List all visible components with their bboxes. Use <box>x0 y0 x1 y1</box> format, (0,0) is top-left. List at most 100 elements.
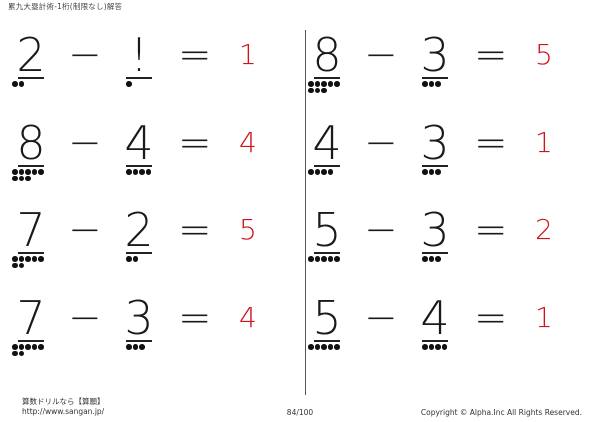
equals-sign: = <box>178 207 212 253</box>
count-dot <box>422 344 428 350</box>
minus-sign: − <box>68 295 102 341</box>
minuend: 8 <box>312 28 342 82</box>
count-dot <box>314 81 321 87</box>
minus-sign: − <box>364 32 398 78</box>
number-underline <box>126 252 152 254</box>
number-underline <box>126 77 152 79</box>
subtrahend: 3 <box>124 291 154 345</box>
count-dot <box>422 256 428 262</box>
count-dot <box>31 169 38 175</box>
number-underline <box>314 77 340 79</box>
answer: 4 <box>239 126 257 159</box>
count-dot <box>321 169 327 175</box>
count-dot <box>38 344 44 350</box>
count-dot <box>321 87 327 94</box>
subtraction-problem: 8−4=4 <box>12 118 302 208</box>
number-underline <box>422 165 448 167</box>
count-dot <box>12 256 18 262</box>
count-dot <box>18 350 25 357</box>
number-underline <box>18 165 44 167</box>
minus-sign: − <box>68 207 102 253</box>
count-dot <box>428 344 435 350</box>
number-underline <box>422 340 448 342</box>
footer-brand: 算数ドリルなら【算願】 <box>22 397 105 406</box>
minuend: 7 <box>16 291 46 345</box>
equals-sign: = <box>178 295 212 341</box>
count-dot <box>18 81 25 87</box>
count-dot <box>132 256 139 262</box>
subtrahend: 2 <box>124 203 154 257</box>
count-dot <box>38 256 44 262</box>
count-dot <box>132 169 139 175</box>
count-dot <box>435 81 441 87</box>
count-dot <box>25 344 31 350</box>
answer: 2 <box>535 213 553 246</box>
count-dot <box>422 81 428 87</box>
footer-brand-block: 算数ドリルなら【算願】 http://www.sangan.jp/ <box>22 397 105 417</box>
subtraction-problem: 5−4=1 <box>308 293 598 383</box>
answer: 4 <box>239 301 257 334</box>
count-dot <box>428 169 435 175</box>
number-underline <box>314 252 340 254</box>
count-dot <box>308 81 314 87</box>
count-dot <box>435 169 441 175</box>
count-dot <box>18 169 25 175</box>
minuend: 5 <box>312 203 342 257</box>
count-dot <box>18 175 25 182</box>
number-underline <box>126 165 152 167</box>
minus-sign: − <box>364 295 398 341</box>
count-dot <box>126 344 132 350</box>
count-dot <box>38 169 44 175</box>
subtrahend: 4 <box>124 116 154 170</box>
count-dot <box>428 81 435 87</box>
count-dot <box>321 344 327 350</box>
number-underline <box>422 77 448 79</box>
count-dot <box>139 169 145 175</box>
count-dot <box>12 350 18 357</box>
equals-sign: = <box>474 295 508 341</box>
subtraction-problem: 7−3 = 4 <box>12 293 302 383</box>
minus-sign: − <box>364 120 398 166</box>
subtrahend: 3 <box>420 28 450 82</box>
answer: 5 <box>239 213 257 246</box>
count-dot <box>12 81 18 87</box>
answer: 1 <box>535 301 553 334</box>
minus-sign: − <box>68 32 102 78</box>
count-dot <box>12 344 18 350</box>
footer-url[interactable]: http://www.sangan.jp/ <box>22 407 105 416</box>
count-dot <box>126 169 132 175</box>
number-underline <box>314 165 340 167</box>
count-dot <box>12 175 18 182</box>
count-dot <box>31 256 38 262</box>
count-dot <box>314 256 321 262</box>
minus-sign: − <box>364 207 398 253</box>
number-underline <box>18 77 44 79</box>
count-dot <box>126 256 132 262</box>
subtraction-problem: 2−!=1 <box>12 30 302 120</box>
answer: 5 <box>535 38 553 71</box>
number-underline <box>422 252 448 254</box>
subtraction-problem: 5−3=2 <box>308 205 598 295</box>
subtrahend: ! <box>129 28 149 82</box>
count-dot <box>31 344 38 350</box>
count-dot <box>18 256 25 262</box>
page-title: 累九大塁計術-1桁(制限なし)解答 <box>8 2 123 11</box>
count-dot <box>308 87 314 94</box>
count-dot <box>12 262 18 269</box>
count-dot <box>327 81 334 87</box>
subtrahend: 4 <box>420 291 450 345</box>
count-dot <box>314 169 321 175</box>
page-number: 84/100 <box>286 408 314 417</box>
count-dot <box>435 344 441 350</box>
equals-sign: = <box>474 207 508 253</box>
minus-sign: − <box>68 120 102 166</box>
count-dot <box>308 344 314 350</box>
count-dot <box>18 344 25 350</box>
count-dot <box>321 81 327 87</box>
count-dot <box>428 256 435 262</box>
count-dot <box>308 169 314 175</box>
count-dot <box>327 256 334 262</box>
subtraction-problem: 4−3=1 <box>308 118 598 208</box>
equals-sign: = <box>474 120 508 166</box>
minuend: 8 <box>16 116 46 170</box>
